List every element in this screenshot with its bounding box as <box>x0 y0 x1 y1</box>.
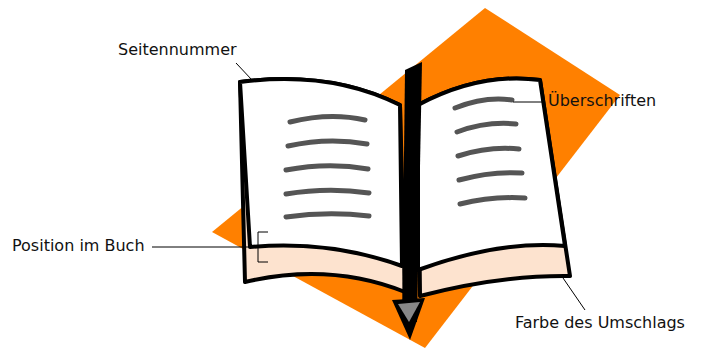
part-label: Position im Buch <box>12 236 145 255</box>
bookmark-notch <box>398 302 420 322</box>
orange-background <box>212 8 620 348</box>
left-page-block <box>240 79 405 292</box>
part-label: Seitennummer <box>118 40 237 59</box>
bookmark <box>402 62 422 322</box>
right-page-block <box>418 78 570 296</box>
left-page <box>240 79 402 266</box>
leader-lines <box>152 63 585 310</box>
part-label: Überschriften <box>548 91 656 110</box>
bookmark-end <box>392 298 425 340</box>
part-label: Farbe des Umschlags <box>515 313 685 332</box>
right-page <box>418 78 565 270</box>
